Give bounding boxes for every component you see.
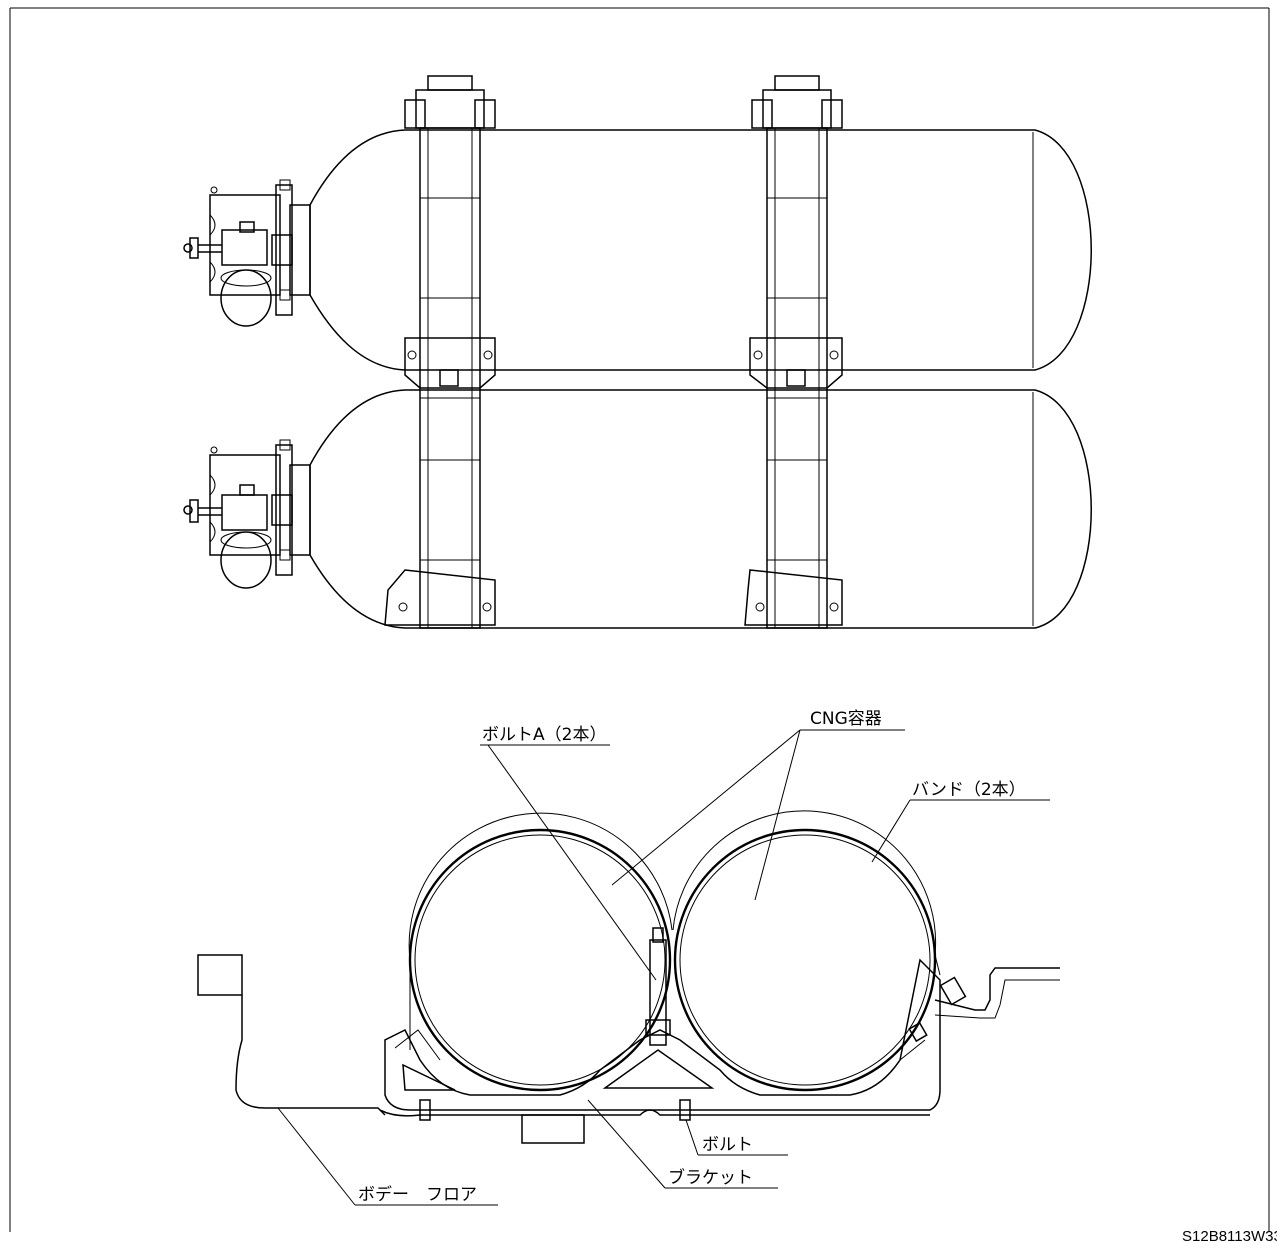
bolt-a-section: [645, 927, 671, 1046]
upper-valve-assembly: [183, 179, 293, 327]
label-cng-container: CNG容器: [810, 709, 882, 729]
label-bracket: ブラケット: [668, 1167, 753, 1188]
label-body-floor: ボデー フロア: [358, 1184, 477, 1205]
lower-valve-assembly: [183, 439, 293, 589]
bracket-section: [379, 958, 967, 1144]
right-band-strap: [744, 75, 843, 629]
label-bolt: ボルト: [702, 1135, 753, 1155]
left-band-strap: [384, 75, 496, 629]
label-bolt-a: ボルトA（2本）: [482, 725, 606, 745]
drawing-frame: [9, 7, 1270, 1232]
body-floor: [197, 954, 1060, 1116]
figure-code: S12B8113W33: [1182, 1228, 1277, 1243]
label-band: バンド（2本）: [912, 780, 1026, 800]
lower-tank: [289, 389, 1092, 629]
band-section: [408, 810, 941, 1050]
leader-lines: [277, 729, 1050, 1206]
right-tank-section: [673, 828, 937, 1092]
upper-tank: [289, 129, 1092, 371]
